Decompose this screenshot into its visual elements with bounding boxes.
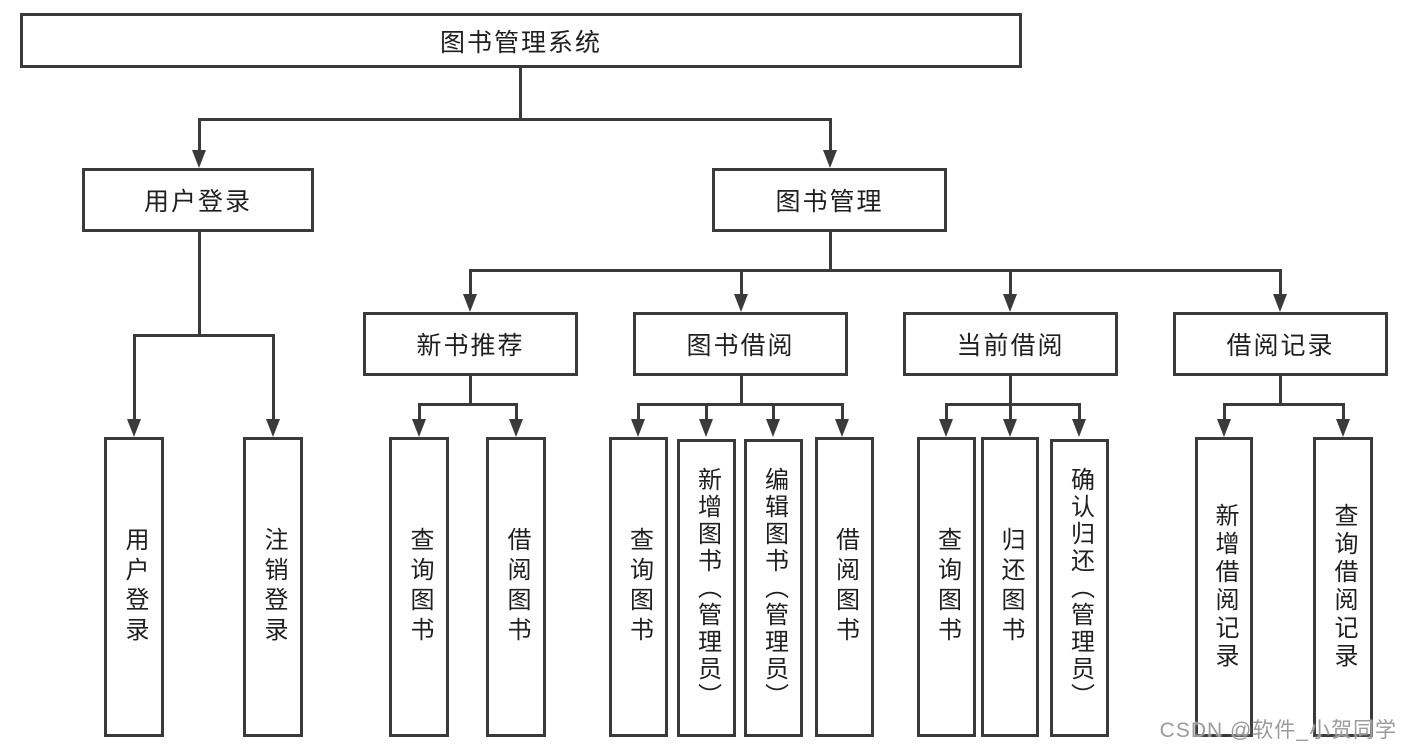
connector-drop-bb-add — [705, 403, 708, 421]
node-label: 借阅图书 — [831, 527, 859, 647]
arrowhead-user-login — [192, 150, 206, 168]
node-label: 查询图书 — [625, 527, 653, 647]
node-label: 图书管理系统 — [439, 28, 602, 57]
arrowhead-br-add — [1217, 419, 1231, 437]
node-label: 借阅图书 — [503, 527, 530, 647]
arrowhead-br-query — [1336, 419, 1350, 437]
arrowhead-nbr-borrow — [509, 419, 523, 437]
node-leaf-user-login: 用户登录 — [104, 437, 164, 737]
node-book-mgmt: 图书管理 — [712, 168, 947, 232]
connector-user-login-rail — [133, 334, 275, 337]
connector-user-login-trunk — [198, 231, 201, 337]
node-label: 图书借阅 — [686, 332, 795, 360]
arrowhead-cb-query — [939, 419, 953, 437]
node-label: 查询图书 — [933, 527, 961, 647]
connector-drop-bb-edit — [772, 403, 775, 421]
node-leaf-br-add-record: 新增借阅记录 — [1195, 437, 1253, 737]
connector-book-mgmt-trunk — [829, 232, 832, 272]
node-leaf-bb-borrow-books: 借阅图书 — [815, 437, 874, 737]
arrowhead-login — [127, 419, 141, 437]
arrowhead-nbr-query — [412, 419, 426, 437]
connector-nbr-trunk — [469, 375, 472, 406]
connector-drop-login — [133, 334, 136, 420]
connector-drop-user-login — [198, 118, 201, 152]
connector-drop-cb-return — [1009, 403, 1012, 421]
node-label: 新书推荐 — [416, 332, 525, 360]
node-leaf-bb-add-books: 新增图书（管理员） — [677, 439, 736, 737]
connector-nbr-rail — [418, 403, 518, 406]
arrowhead-bb-query — [631, 419, 645, 437]
arrowhead-book-borrow — [734, 294, 748, 312]
node-borrow-records: 借阅记录 — [1173, 312, 1388, 376]
connector-drop-logout — [272, 334, 275, 420]
node-label: 新增借阅记录 — [1211, 503, 1238, 671]
node-leaf-logout: 注销登录 — [243, 437, 303, 737]
connector-bb-rail — [637, 403, 844, 406]
csdn-watermark: CSDN @软件_小贺同学 — [1159, 719, 1397, 742]
connector-drop-br-query — [1342, 403, 1345, 421]
node-leaf-cb-return-books: 归还图书 — [981, 437, 1039, 737]
connector-drop-book-borrow — [740, 269, 743, 296]
node-label: 查询借阅记录 — [1330, 503, 1357, 671]
node-leaf-bb-edit-books: 编辑图书（管理员） — [744, 439, 803, 737]
connector-br-rail — [1223, 403, 1345, 406]
arrowhead-cb-confirm — [1072, 419, 1086, 437]
connector-drop-nbr-borrow — [515, 403, 518, 421]
connector-cb-trunk — [1009, 375, 1012, 406]
connector-drop-borrow-records — [1279, 269, 1282, 296]
node-label: 当前借阅 — [956, 332, 1065, 360]
connector-drop-bb-query — [637, 403, 640, 421]
connector-level2-rail — [198, 118, 832, 121]
connector-drop-nbr-query — [418, 403, 421, 421]
node-new-book-rec: 新书推荐 — [363, 312, 578, 376]
connector-root-trunk — [519, 66, 522, 121]
node-system-root: 图书管理系统 — [20, 13, 1022, 68]
node-leaf-bb-query-books: 查询图书 — [609, 437, 668, 737]
connector-drop-current-borrow — [1009, 269, 1012, 296]
node-leaf-nbr-borrow-books: 借阅图书 — [486, 437, 546, 737]
node-label: 确认归还（管理员） — [1066, 466, 1094, 710]
connector-level3-rail — [469, 269, 1282, 272]
arrowhead-bb-edit — [766, 419, 780, 437]
connector-drop-br-add — [1223, 403, 1226, 421]
node-leaf-nbr-query-books: 查询图书 — [389, 437, 449, 737]
connector-drop-cb-query — [945, 403, 948, 421]
arrowhead-logout — [266, 419, 280, 437]
node-label: 借阅记录 — [1226, 332, 1335, 360]
arrowhead-book-mgmt — [823, 150, 837, 168]
node-leaf-cb-confirm-return: 确认归还（管理员） — [1050, 439, 1109, 737]
node-label: 编辑图书（管理员） — [760, 466, 788, 710]
arrowhead-cb-return — [1003, 419, 1017, 437]
node-leaf-cb-query-books: 查询图书 — [917, 437, 976, 737]
node-leaf-br-query-record: 查询借阅记录 — [1313, 437, 1373, 737]
node-label: 用户登录 — [143, 188, 252, 216]
arrowhead-current-borrow — [1003, 294, 1017, 312]
connector-br-trunk — [1279, 375, 1282, 406]
node-label: 图书管理 — [775, 188, 884, 216]
node-book-borrow: 图书借阅 — [633, 312, 848, 376]
node-current-borrow: 当前借阅 — [903, 312, 1118, 376]
connector-bb-trunk — [740, 375, 743, 406]
node-label: 注销登录 — [260, 527, 287, 647]
connector-drop-bb-borrow — [841, 403, 844, 421]
node-label: 归还图书 — [997, 527, 1024, 647]
connector-cb-rail — [945, 403, 1081, 406]
connector-drop-cb-confirm — [1078, 403, 1081, 421]
arrowhead-new-book-rec — [463, 294, 477, 312]
arrowhead-bb-add — [699, 419, 713, 437]
connector-drop-book-mgmt — [829, 118, 832, 152]
node-label: 查询图书 — [406, 527, 433, 647]
connector-drop-new-book-rec — [469, 269, 472, 296]
node-label: 用户登录 — [121, 527, 148, 647]
arrowhead-borrow-records — [1273, 294, 1287, 312]
node-label: 新增图书（管理员） — [693, 466, 721, 710]
arrowhead-bb-borrow — [835, 419, 849, 437]
node-user-login: 用户登录 — [82, 168, 314, 232]
